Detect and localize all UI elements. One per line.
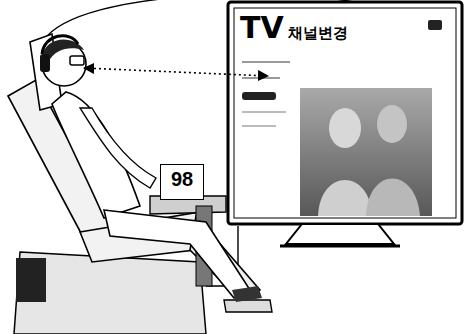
- menu-line: [242, 77, 280, 79]
- person-feet: [232, 286, 262, 302]
- gaze-arrow: [84, 68, 268, 76]
- headset-earpiece: [40, 54, 50, 72]
- tv-screen-inner: [234, 8, 456, 218]
- person-shoulders: [366, 179, 420, 217]
- glasses: [70, 56, 84, 65]
- tv-base: [280, 245, 400, 248]
- chair-base: [14, 252, 206, 334]
- text-group: TV채널변경: [240, 12, 448, 44]
- screen-icon: [428, 20, 442, 30]
- node-label: TV: [240, 12, 284, 44]
- menu-highlight: [242, 92, 276, 100]
- menu-line: [242, 125, 276, 127]
- display-panel: 98: [160, 164, 204, 200]
- person-face: [377, 105, 407, 143]
- menu-line: [242, 111, 286, 113]
- node-label: 98: [171, 169, 193, 190]
- person-arm: [80, 108, 156, 188]
- tv-stand: [286, 224, 394, 244]
- broadcast-image: [300, 88, 432, 216]
- person-shoulders: [318, 180, 372, 216]
- text-group: 98: [163, 169, 201, 190]
- node-label: 채널변경: [288, 26, 348, 42]
- headset-band: [42, 36, 78, 54]
- chair-footrest: [224, 300, 272, 312]
- person-legs: [104, 210, 250, 298]
- menu-line: [242, 61, 290, 63]
- tv-frame: [228, 2, 462, 224]
- tv-screen: TV채널변경: [236, 10, 452, 216]
- chair-motor: [16, 258, 46, 302]
- person-face: [329, 108, 361, 148]
